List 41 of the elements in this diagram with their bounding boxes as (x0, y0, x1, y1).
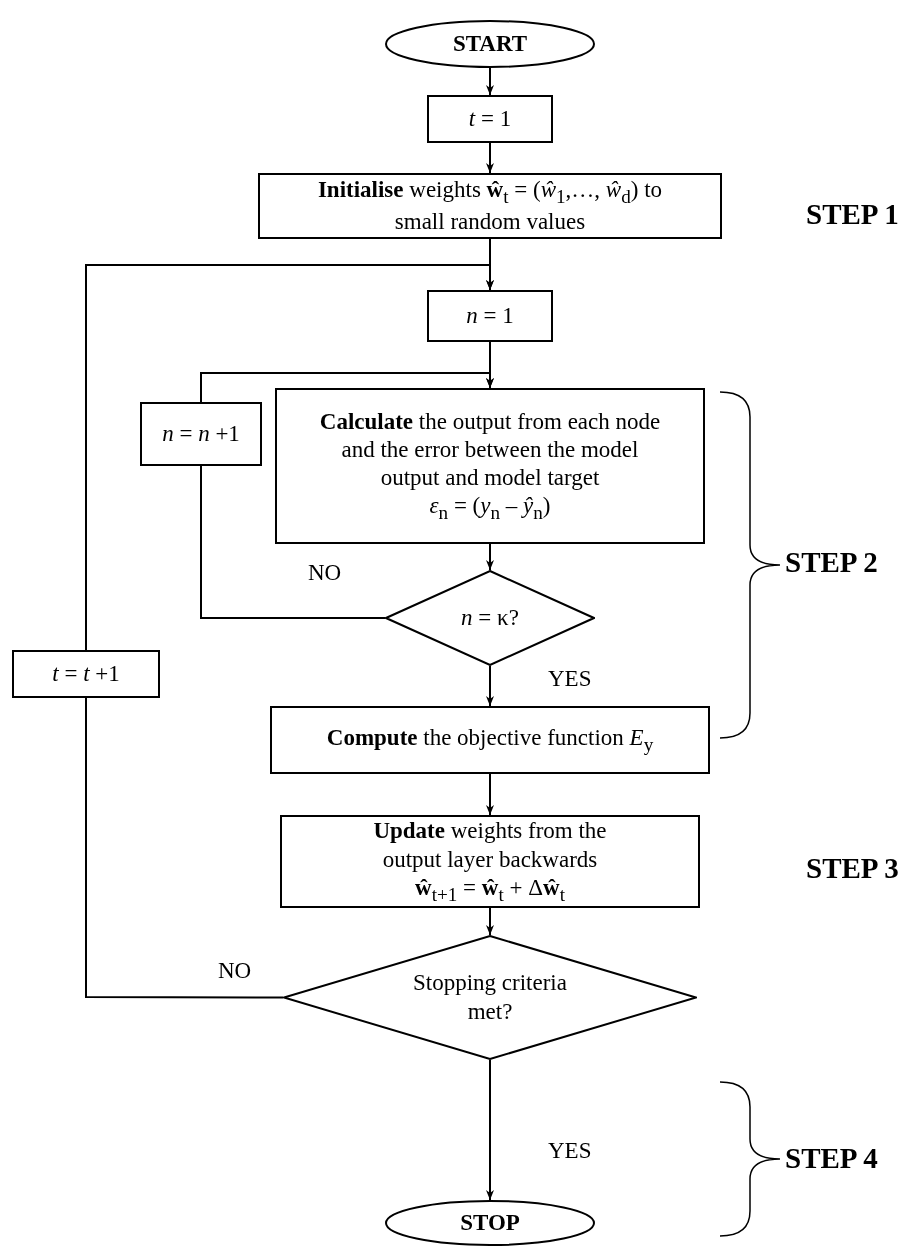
process-box (12, 650, 160, 698)
step-label: STEP 2 (785, 546, 878, 579)
process-box (258, 173, 722, 239)
edge-label: YES (548, 666, 592, 692)
terminal-ellipse (385, 20, 595, 68)
step-label: STEP 3 (806, 852, 899, 885)
node-text: t = 1 (468, 104, 512, 133)
process-box (270, 706, 710, 774)
process-box (280, 815, 700, 908)
node-text: n = n +1 (162, 419, 240, 448)
node-text: ŵ$_{t+1}$ = ŵ$_{t}$ + Δŵ$_{t}$ (415, 873, 565, 906)
node-text: Stopping criteria met? (412, 969, 568, 1026)
edge-label: NO (218, 958, 252, 984)
decision-diamond (385, 570, 595, 666)
process-box (427, 290, 553, 342)
arrow (486, 665, 494, 707)
arrow (200, 372, 494, 403)
decision-diamond (283, 935, 697, 1060)
process-box (275, 388, 705, 544)
arrow (486, 773, 494, 816)
node-text: Compute the objective function E$_{y}$ (326, 724, 654, 756)
process-box (427, 95, 553, 143)
node-text: ε$_{n}$ = (y$_{n}$ – ŷ$_{n}$) (429, 492, 551, 525)
arrow (486, 67, 494, 96)
node-text: n = 1 (466, 301, 514, 330)
arrow (486, 142, 494, 174)
arrow (85, 264, 494, 651)
arrow (486, 1059, 494, 1201)
node-text: STOP (460, 1208, 520, 1237)
arrow (486, 907, 494, 936)
process-box (140, 402, 262, 466)
step-label: STEP 4 (785, 1142, 878, 1175)
terminal-ellipse (385, 1200, 595, 1246)
edge-label: NO (308, 560, 342, 586)
node-text: START (452, 29, 528, 58)
edge-label: YES (548, 1138, 592, 1164)
arrow (486, 543, 494, 571)
step-label: STEP 1 (806, 198, 899, 231)
node-text: Initialise weights ŵ$_{t}$ = (ŵ$_{1}$,…, ŵ$_{d}$) to small random values (316, 176, 664, 236)
node-text: n = κ? (461, 603, 519, 632)
node-text: t = t +1 (52, 659, 120, 688)
